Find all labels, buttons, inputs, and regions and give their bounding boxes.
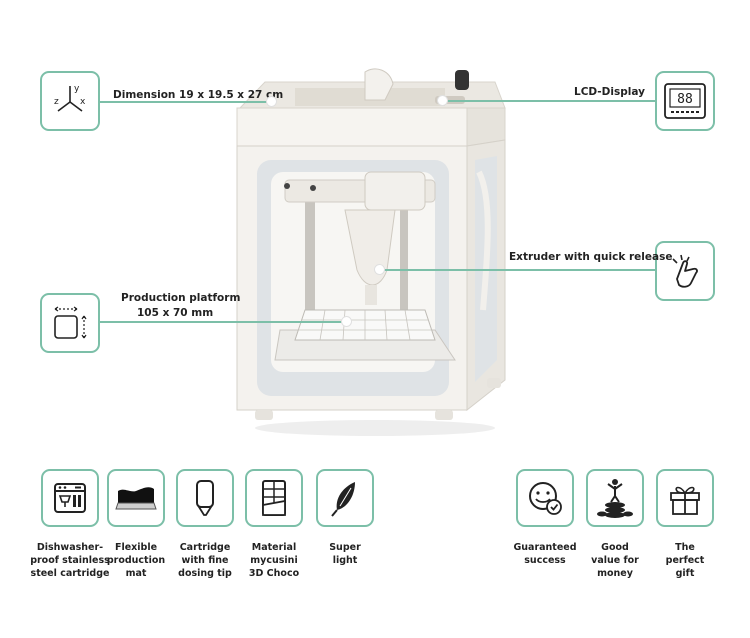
feature-feather-label: Super light [329,542,361,566]
smiley-check-icon [529,482,562,515]
chocolate-bar-icon [262,480,286,516]
dimension-leader-dot [266,96,277,107]
feature-gift-box [656,469,714,527]
feature-dishwasher-label: Dishwasher- proof stainless steel cartri… [30,542,110,579]
extruder-leader-dot [374,264,385,275]
extruder-callout-box [655,241,715,301]
lcd-digits: 88 [677,92,693,107]
feature-mat-box [107,469,165,527]
printer-illustration [236,68,506,436]
axis-z-label: z [54,97,59,107]
lcd-leader-dot [437,95,448,106]
lcd-label: LCD-Display [574,86,645,98]
feature-dishwasher-box [41,469,99,527]
dimension-leader-line [100,101,272,103]
feature-value-box [586,469,644,527]
dimension-callout-box: y z x [40,71,100,131]
axis-x-label: x [80,97,86,107]
cartridge-icon [196,480,214,516]
coins-icon [597,479,633,518]
platform-leader-dot [341,316,352,327]
platform-size-icon [54,306,87,339]
lcd-leader-line [444,100,655,102]
axes-icon: y z x [54,84,86,112]
dishwasher-icon [54,483,86,513]
feature-chocolate-label: Material mycusini 3D Choco [248,542,300,579]
feature-success-label: Guaranteed success [513,542,577,566]
feature-cartridge-label: Cartridge with fine dosing tip [178,542,232,579]
feature-feather-box [316,469,374,527]
platform-label-line2: 105 x 70 mm [137,307,214,319]
feature-mat-label: Flexible production mat [106,542,166,579]
feature-value-label: Good value for money [591,542,639,579]
extruder-leader-line [381,269,655,271]
extruder-label: Extruder with quick release [509,251,673,263]
feather-icon [331,482,355,517]
axis-y-label: y [74,84,80,94]
platform-leader-line [100,321,346,323]
feature-cartridge-box [176,469,234,527]
touch-hand-icon [672,254,698,288]
lcd-display-icon: 88 [664,83,706,119]
feature-success-box [516,469,574,527]
gift-icon [670,486,700,515]
feature-gift-label: The perfect gift [665,542,705,579]
lcd-callout-box: 88 [655,71,715,131]
dimension-label: Dimension 19 x 19.5 x 27 cm [113,89,284,101]
flexible-mat-icon [115,487,157,510]
feature-chocolate-box [245,469,303,527]
platform-callout-box [40,293,100,353]
platform-label-line1: Production platform [121,292,241,304]
